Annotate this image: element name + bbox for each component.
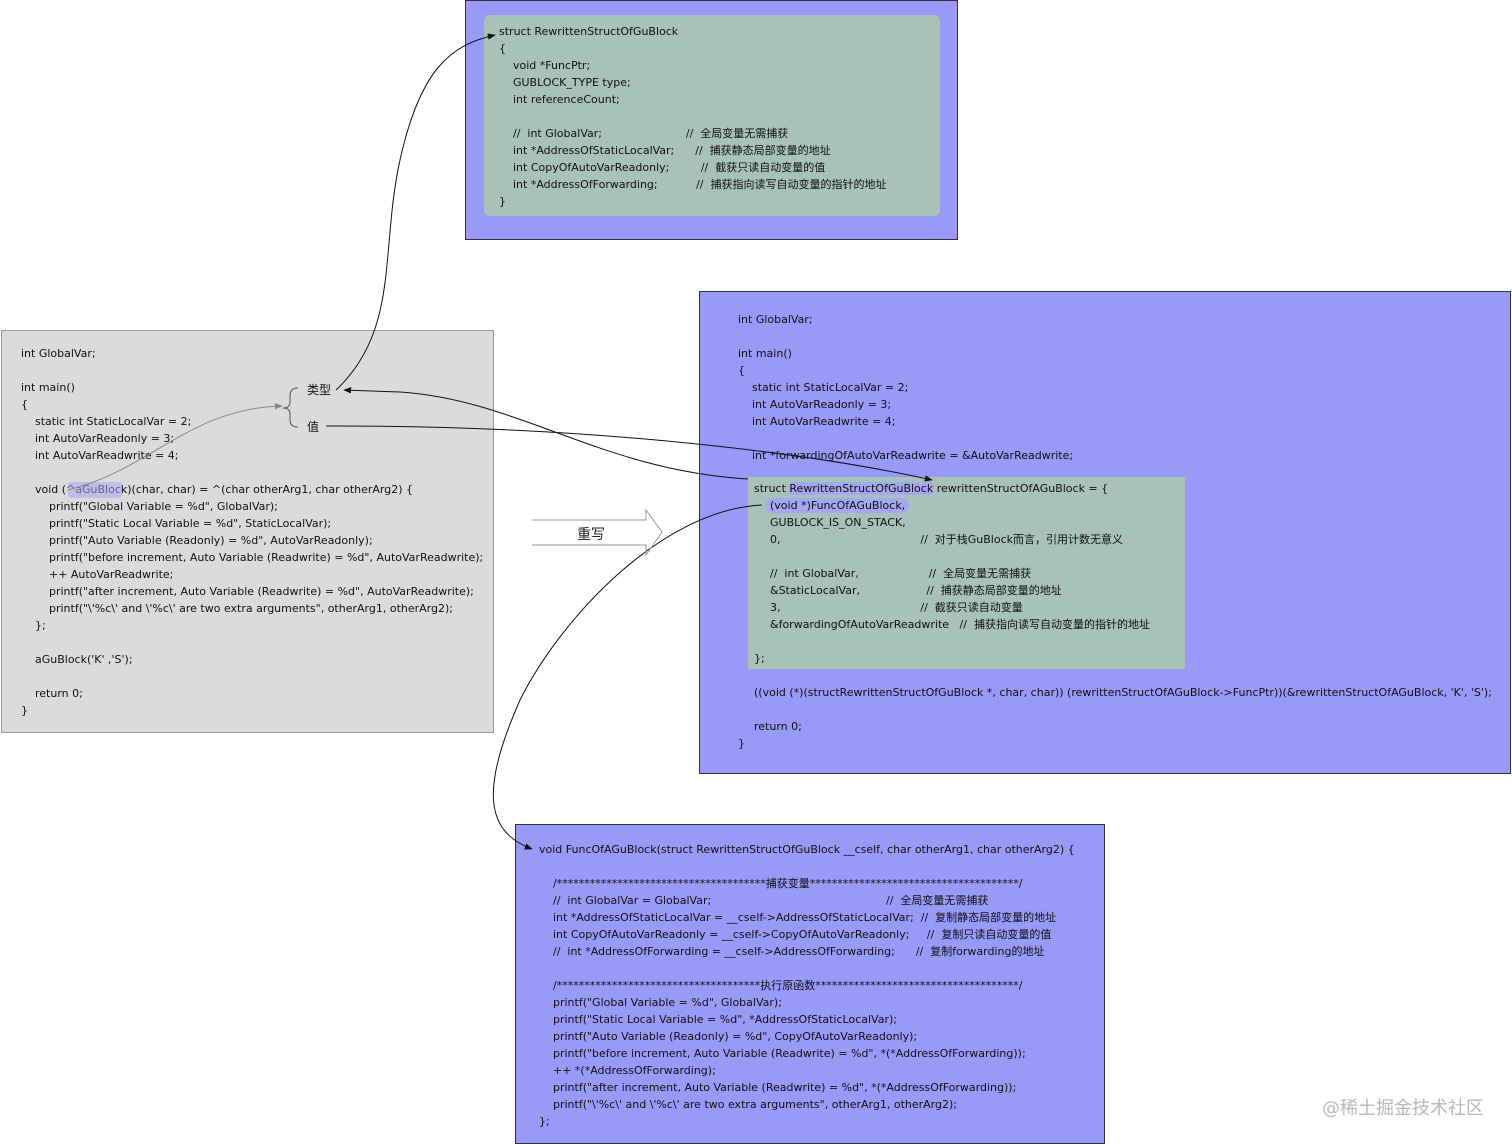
funcptr-highlight: (void *)FuncOfAGuBlock, [766, 498, 910, 513]
code-line: int *AddressOfStaticLocalVar = __cself->… [539, 911, 1057, 924]
struct-init-values: GUBLOCK_IS_ON_STACK, 0, // 对于栈GuBlock而言，引… [770, 514, 1150, 633]
code-line: int main() [738, 347, 792, 360]
code-line: int CopyOfAutoVarReadonly = __cself->Cop… [539, 928, 1052, 941]
code-line: int GlobalVar; [738, 313, 813, 326]
code-line: &StaticLocalVar, // 捕获静态局部变量的地址 [770, 584, 1062, 597]
code-line: aGuBlock('K' ,'S'); [21, 653, 133, 666]
code-line: printf("\'%c\' and \'%c\' are two extra … [539, 1098, 957, 1111]
code-line: GUBLOCK_IS_ON_STACK, [770, 516, 906, 529]
code-line: int *AddressOfForwarding; // 捕获指向读写自动变量的… [499, 178, 887, 191]
code-line: // int GlobalVar; // 全局变量无需捕获 [499, 127, 789, 140]
code-line: int AutoVarReadwrite = 4; [21, 449, 179, 462]
code-line: printf("Static Local Variable = %d", Sta… [21, 517, 332, 530]
func-code: void FuncOfAGuBlock(struct RewrittenStru… [539, 841, 1075, 1130]
original-code: int GlobalVar; int main() { static int St… [21, 345, 483, 719]
rewrite-label: 重写 [577, 527, 605, 543]
struct-to-type-arrow [343, 387, 749, 480]
code-line: return 0; [21, 687, 83, 700]
code-line: int AutoVarReadonly = 3; [21, 432, 175, 445]
code-line: printf("Auto Variable (Readonly) = %d", … [21, 534, 373, 547]
struct-var-name: rewrittenStructOfAGuBlock = { [933, 482, 1109, 495]
struct-definition-inner [484, 15, 940, 216]
code-line: { [21, 398, 28, 411]
code-line: { [738, 364, 745, 377]
code-line: // int GlobalVar = GlobalVar; // 全局变量无需捕… [539, 894, 989, 907]
code-line: } [499, 195, 506, 208]
code-line: } [21, 704, 28, 717]
rewritten-main-head: int GlobalVar; int main() { static int St… [738, 311, 1073, 464]
code-line: int referenceCount; [499, 93, 620, 106]
code-line: printf("after increment, Auto Variable (… [21, 585, 474, 598]
code-line: int GlobalVar; [21, 347, 96, 360]
func-code-panel [515, 824, 1105, 1144]
code-line: printf("\'%c\' and \'%c\' are two extra … [21, 602, 453, 615]
funcptr-line: (void *)FuncOfAGuBlock, [766, 497, 910, 514]
type-label: 类型 [307, 383, 332, 397]
code-line: ((void (*)(structRewrittenStructOfGuBloc… [754, 686, 1492, 699]
funcptr-to-func-arrow [492, 504, 763, 850]
code-line: /**************************************捕… [539, 877, 1023, 890]
struct-init-line: struct RewrittenStructOfGuBlock rewritte… [754, 480, 1108, 497]
code-line: GUBLOCK_TYPE type; [499, 76, 631, 89]
code-line: printf("Static Local Variable = %d", *Ad… [539, 1013, 897, 1026]
code-line: &forwardingOfAutoVarReadwrite // 捕获指向读写自… [770, 618, 1150, 631]
code-line: // int GlobalVar, // 全局变量无需捕获 [770, 567, 1032, 580]
code-line: struct RewrittenStructOfGuBlock [499, 25, 679, 38]
struct-definition-code: struct RewrittenStructOfGuBlock { void *F… [499, 23, 886, 210]
code-line: int AutoVarReadonly = 3; [738, 398, 892, 411]
code-line: int CopyOfAutoVarReadonly; // 截获只读自动变量的值 [499, 161, 826, 174]
original-code-panel [1, 330, 494, 733]
code-line: static int StaticLocalVar = 2; [21, 415, 192, 428]
code-line: int AutoVarReadwrite = 4; [738, 415, 896, 428]
watermark: @稀土掘金技术社区 [1322, 1098, 1484, 1119]
code-line: { [499, 42, 506, 55]
code-line: printf("before increment, Auto Variable … [21, 551, 484, 564]
value-to-init-arrow [325, 425, 933, 482]
rewritten-main-tail: ((void (*)(structRewrittenStructOfGuBloc… [754, 684, 1492, 735]
block-to-brace-arrow [67, 402, 283, 491]
struct-close: }; [754, 652, 765, 665]
code-line: }; [539, 1115, 550, 1128]
code-line: ++ *(*AddressOfForwarding); [539, 1064, 716, 1077]
code-line: void *FuncPtr; [499, 59, 591, 72]
rewrite-arrow [532, 508, 663, 557]
code-line: printf("Global Variable = %d", GlobalVar… [21, 500, 278, 513]
code-line: void FuncOfAGuBlock(struct RewrittenStru… [539, 843, 1075, 856]
main-end-brace: } [738, 737, 745, 750]
code-line: ++ AutoVarReadwrite; [21, 568, 174, 581]
code-line: printf("before increment, Auto Variable … [539, 1047, 1026, 1060]
code-line: // int *AddressOfForwarding = __cself->A… [539, 945, 1045, 958]
code-line: printf("Auto Variable (Readonly) = %d", … [539, 1030, 918, 1043]
code-line: printf("Global Variable = %d", GlobalVar… [539, 996, 782, 1009]
struct-name-highlight: RewrittenStructOfGuBlock [789, 482, 934, 495]
code-line: static int StaticLocalVar = 2; [738, 381, 909, 394]
code-line: int *AddressOfStaticLocalVar; // 捕获静态局部变… [499, 144, 831, 157]
struct-keyword: struct [754, 482, 790, 495]
code-line: return 0; [754, 720, 802, 733]
code-line: /*************************************执行… [539, 979, 1023, 992]
value-label: 值 [307, 420, 320, 434]
code-line: }; [21, 619, 46, 632]
code-line: int main() [21, 381, 75, 394]
brace [282, 387, 299, 428]
code-line: 0, // 对于栈GuBlock而言，引用计数无意义 [770, 533, 1124, 546]
code-line: 3, // 截获只读自动变量 [770, 601, 1023, 614]
code-line: printf("after increment, Auto Variable (… [539, 1081, 1017, 1094]
type-to-struct-arrow [335, 33, 496, 391]
